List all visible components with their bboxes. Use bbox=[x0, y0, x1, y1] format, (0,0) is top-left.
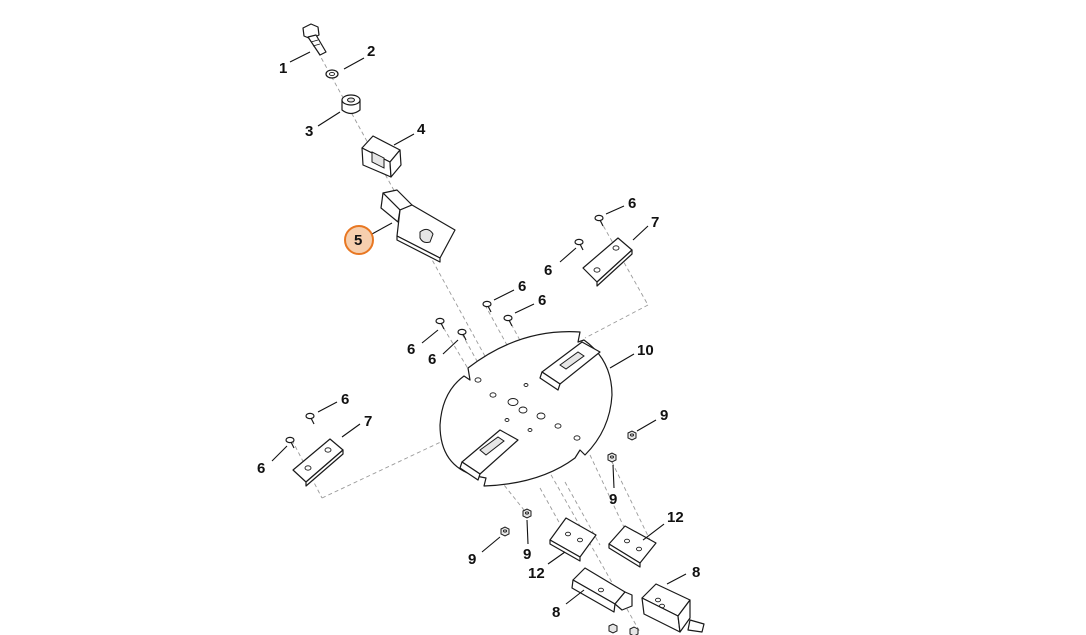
callout-7[interactable]: 7 bbox=[364, 413, 372, 430]
callout-10[interactable]: 10 bbox=[637, 342, 654, 359]
part-small-plates bbox=[549, 517, 657, 568]
callout-4[interactable]: 4 bbox=[417, 121, 426, 138]
assembly-guide-lines bbox=[291, 51, 651, 633]
part-nuts bbox=[500, 430, 639, 635]
callout-7[interactable]: 7 bbox=[651, 214, 659, 231]
part-washer bbox=[325, 69, 339, 79]
callout-8[interactable]: 8 bbox=[552, 604, 560, 621]
callout-3[interactable]: 3 bbox=[305, 123, 313, 140]
part-angle-brackets bbox=[571, 567, 705, 633]
part-plate-upper-right bbox=[582, 237, 633, 287]
part-bolt bbox=[302, 23, 327, 56]
callout-9[interactable]: 9 bbox=[660, 407, 668, 424]
callout-9[interactable]: 9 bbox=[609, 491, 617, 508]
callout-6[interactable]: 6 bbox=[407, 341, 415, 358]
callout-12[interactable]: 12 bbox=[667, 509, 684, 526]
part-screws bbox=[285, 214, 604, 449]
part-spacer bbox=[341, 94, 361, 115]
callout-6[interactable]: 6 bbox=[538, 292, 546, 309]
part-holder bbox=[361, 135, 402, 178]
callout-6[interactable]: 6 bbox=[628, 195, 636, 212]
leader-lines bbox=[271, 51, 687, 605]
part-plate-left bbox=[292, 438, 344, 487]
part-bracket bbox=[380, 189, 456, 263]
callout-12[interactable]: 12 bbox=[528, 565, 545, 582]
callout-6[interactable]: 6 bbox=[257, 460, 265, 477]
callout-9[interactable]: 9 bbox=[523, 546, 531, 563]
callout-6[interactable]: 6 bbox=[341, 391, 349, 408]
callout-8[interactable]: 8 bbox=[692, 564, 700, 581]
callout-numbers: 1 2 3 4 5 6 7 6 6 6 6 6 10 6 7 6 9 9 9 9… bbox=[257, 43, 700, 621]
callout-6[interactable]: 6 bbox=[428, 351, 436, 368]
callout-9[interactable]: 9 bbox=[468, 551, 476, 568]
highlight-circle bbox=[344, 225, 374, 255]
part-disc-plate bbox=[439, 331, 613, 487]
callout-6[interactable]: 6 bbox=[544, 262, 552, 279]
callout-6[interactable]: 6 bbox=[518, 278, 526, 295]
callout-1[interactable]: 1 bbox=[279, 60, 287, 77]
callout-2[interactable]: 2 bbox=[367, 43, 375, 60]
callout-5[interactable]: 5 bbox=[354, 232, 362, 249]
